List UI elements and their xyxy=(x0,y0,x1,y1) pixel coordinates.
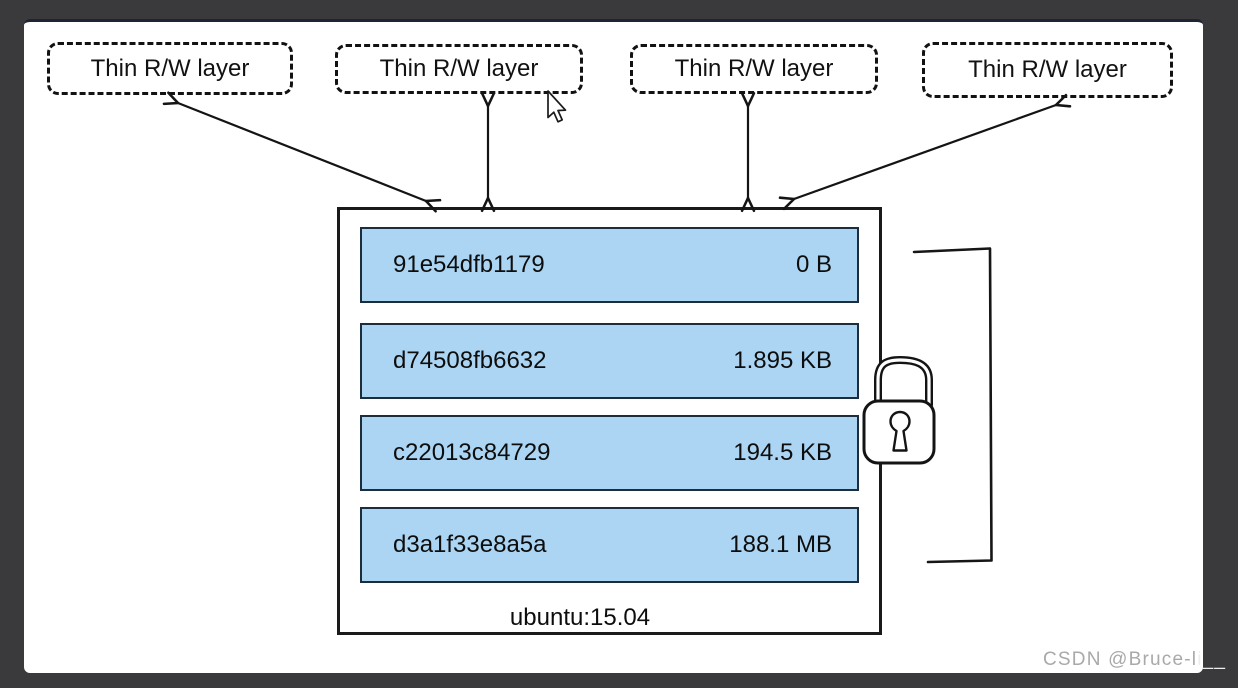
image-layer-row: 91e54dfb1179 0 B xyxy=(360,227,859,303)
watermark-gray-text: CSDN @Bruce-l xyxy=(1043,649,1198,670)
layer-id: d3a1f33e8a5a xyxy=(393,531,547,558)
thin-rw-layer-label: Thin R/W layer xyxy=(968,56,1127,83)
layer-size: 188.1 MB xyxy=(729,531,832,558)
image-container-box: 91e54dfb1179 0 B d74508fb6632 1.895 KB c… xyxy=(337,207,882,635)
image-layer-row: c22013c84729 194.5 KB xyxy=(360,415,859,491)
thin-rw-layer-box-1: Thin R/W layer xyxy=(47,42,293,95)
thin-rw-layer-label: Thin R/W layer xyxy=(379,55,539,82)
image-layer-row: d74508fb6632 1.895 KB xyxy=(360,323,859,399)
layer-id: d74508fb6632 xyxy=(393,347,547,374)
thin-rw-layer-label: Thin R/W layer xyxy=(90,54,250,82)
layer-id: 91e54dfb1179 xyxy=(393,251,545,278)
csdn-watermark: CSDN @Bruce-li__ xyxy=(1043,649,1226,671)
image-tag-label: ubuntu:15.04 xyxy=(509,604,651,631)
thin-rw-layer-box-2: Thin R/W layer xyxy=(335,44,583,94)
image-layer-row: d3a1f33e8a5a 188.1 MB xyxy=(360,507,859,583)
watermark-light-text: i__ xyxy=(1197,649,1227,670)
layer-size: 1.895 KB xyxy=(733,347,832,374)
thin-rw-layer-label: Thin R/W layer xyxy=(674,55,834,82)
layer-size: 194.5 KB xyxy=(733,439,832,466)
thin-rw-layer-box-3: Thin R/W layer xyxy=(630,44,878,94)
thin-rw-layer-box-4: Thin R/W layer xyxy=(922,42,1173,98)
layer-id: c22013c84729 xyxy=(393,439,551,466)
layer-size: 0 B xyxy=(795,251,832,278)
